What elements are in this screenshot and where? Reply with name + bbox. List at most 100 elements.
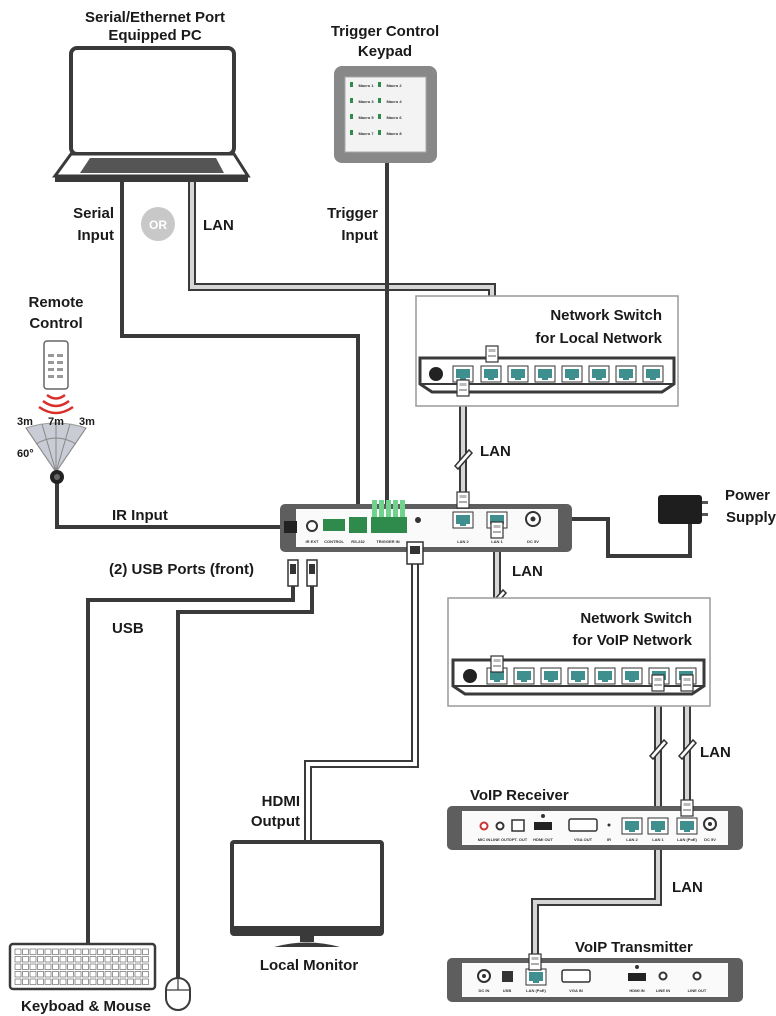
monitor-title: Local Monitor bbox=[260, 957, 358, 974]
switch-voip-title-line2: for VoIP Network bbox=[573, 632, 693, 649]
rj45-plug bbox=[680, 674, 694, 692]
or-badge bbox=[141, 207, 175, 241]
panel-port-label: VGA IN bbox=[569, 988, 583, 993]
keypad-button-label: Macro 3 bbox=[358, 99, 374, 104]
panel-port-label: HDMI OUT bbox=[533, 837, 553, 842]
pc-title-line2: Equipped PC bbox=[108, 27, 202, 44]
keypad-title-line1: Trigger Control bbox=[331, 23, 439, 40]
remote-range-center: 7m bbox=[48, 416, 64, 428]
remote-title-line1: Remote bbox=[28, 294, 83, 311]
usb-plugs bbox=[287, 559, 318, 587]
rj45-plug bbox=[651, 674, 665, 692]
keypad-title-line2: Keypad bbox=[358, 43, 412, 60]
panel-port-label: OPT. OUT bbox=[509, 837, 528, 842]
ir-input-label: IR Input bbox=[112, 507, 168, 524]
voip-transmitter-title: VoIP Transmitter bbox=[575, 939, 693, 956]
voip-receiver-title: VoIP Receiver bbox=[470, 787, 569, 804]
cables bbox=[55, 163, 692, 985]
panel-port-label: LAN (PoE) bbox=[526, 988, 546, 993]
keypad-button-label: Macro 8 bbox=[386, 131, 402, 136]
main-control-unit: IR EXT CONTROL RS-232 TRIGGER IN LAN 2 LAN 1 D… bbox=[280, 500, 572, 552]
usb-label: USB bbox=[112, 620, 144, 637]
hdmi-cable bbox=[304, 560, 419, 842]
trigger-keypad: Macro 1 Macro 2 Macro 3 Macro 4 Macro 5 Macro… bbox=[334, 66, 437, 163]
panel-port-label: DC 5V bbox=[704, 837, 716, 842]
panel-port-label: LINE IN bbox=[656, 988, 670, 993]
voip-lan-label: LAN bbox=[512, 563, 543, 580]
panel-port-label: DC IN bbox=[479, 988, 490, 993]
mouse bbox=[165, 977, 191, 1011]
pc-laptop bbox=[52, 46, 251, 182]
switch-voip-title-line1: Network Switch bbox=[580, 610, 692, 627]
remote-control bbox=[38, 340, 74, 415]
panel-port-label: LINE OUT bbox=[688, 988, 707, 993]
hdmi-plug bbox=[406, 541, 424, 565]
panel-port-label: VGA OUT bbox=[574, 837, 593, 842]
remote-range-left: 3m bbox=[17, 416, 33, 428]
keypad-button-label: Macro 1 bbox=[358, 83, 374, 88]
power-title-line2: Supply bbox=[726, 509, 776, 526]
panel-port-label: LAN 1 bbox=[491, 539, 503, 544]
usb-ports-label: (2) USB Ports (front) bbox=[109, 561, 254, 578]
rj45-plug bbox=[490, 521, 504, 539]
panel-port-label: MIC IN bbox=[478, 837, 491, 842]
hdmi-label-line2: Output bbox=[251, 813, 300, 830]
usb-cable-mouse bbox=[176, 586, 314, 985]
panel-port-label: DC 5V bbox=[527, 539, 539, 544]
panel-port-label: RS-232 bbox=[351, 539, 365, 544]
receiver-lan-label: LAN bbox=[700, 744, 731, 761]
trigger-input-label-line1: Trigger bbox=[327, 205, 378, 222]
ir-receiver-eye bbox=[50, 470, 64, 484]
rj45-plug bbox=[528, 953, 542, 971]
switch-local-title-line1: Network Switch bbox=[550, 307, 662, 324]
rj45-plug bbox=[456, 379, 470, 397]
usb-cable-keyboard bbox=[86, 586, 295, 944]
keypad-button-label: Macro 4 bbox=[386, 99, 402, 104]
keyboard-title: Keyboad & Mouse bbox=[21, 998, 151, 1015]
rj45-plug bbox=[680, 799, 694, 817]
pc-lan-label: LAN bbox=[203, 217, 234, 234]
panel-port-label: IR bbox=[607, 837, 611, 842]
rj45-plug bbox=[490, 655, 504, 673]
panel-port-label: USB bbox=[503, 988, 512, 993]
panel-port-label: TRIGGER IN bbox=[376, 539, 399, 544]
panel-port-label: LAN 1 bbox=[652, 837, 664, 842]
panel-port-label: LAN 2 bbox=[457, 539, 469, 544]
power-cable bbox=[540, 517, 692, 558]
transmitter-lan-label: LAN bbox=[672, 879, 703, 896]
local-lan-label: LAN bbox=[480, 443, 511, 460]
rj45-plug bbox=[485, 345, 499, 363]
voip-transmitter: DC IN USB LAN (PoE) VGA IN HDMI IN LINE IN LIN… bbox=[447, 958, 743, 1002]
ir-cable bbox=[55, 475, 286, 529]
serial-cable bbox=[120, 180, 360, 512]
remote-title-line2: Control bbox=[29, 315, 82, 332]
keypad-button-label: Macro 2 bbox=[386, 83, 402, 88]
serial-input-label-line2: Input bbox=[77, 227, 114, 244]
switch-voip bbox=[451, 658, 706, 696]
keypad-button-label: Macro 6 bbox=[386, 115, 402, 120]
keyboard bbox=[8, 942, 157, 991]
power-title-line1: Power bbox=[725, 487, 770, 504]
panel-port-label: LAN (PoE) bbox=[677, 837, 697, 842]
remote-angle: 60° bbox=[17, 448, 34, 460]
local-monitor bbox=[230, 840, 384, 947]
or-badge-text: OR bbox=[149, 218, 167, 232]
panel-port-label: LINE OUT bbox=[491, 837, 510, 842]
keypad-button-label: Macro 5 bbox=[358, 115, 374, 120]
power-supply bbox=[658, 495, 708, 524]
panel-port-label: HDMI IN bbox=[629, 988, 644, 993]
hdmi-label-line1: HDMI bbox=[262, 793, 300, 810]
rj45-plug bbox=[456, 491, 470, 509]
pc-title-line1: Serial/Ethernet Port bbox=[85, 9, 225, 26]
switch-local-title-line2: for Local Network bbox=[535, 330, 662, 347]
ir-receive-range bbox=[25, 422, 87, 473]
panel-port-label: IR EXT bbox=[306, 539, 319, 544]
panel-port-label: CONTROL bbox=[324, 539, 344, 544]
serial-input-label-line1: Serial bbox=[73, 205, 114, 222]
trigger-input-label-line2: Input bbox=[341, 227, 378, 244]
remote-range-right: 3m bbox=[79, 416, 95, 428]
panel-port-label: LAN 2 bbox=[626, 837, 638, 842]
keypad-button-label: Macro 7 bbox=[358, 131, 374, 136]
